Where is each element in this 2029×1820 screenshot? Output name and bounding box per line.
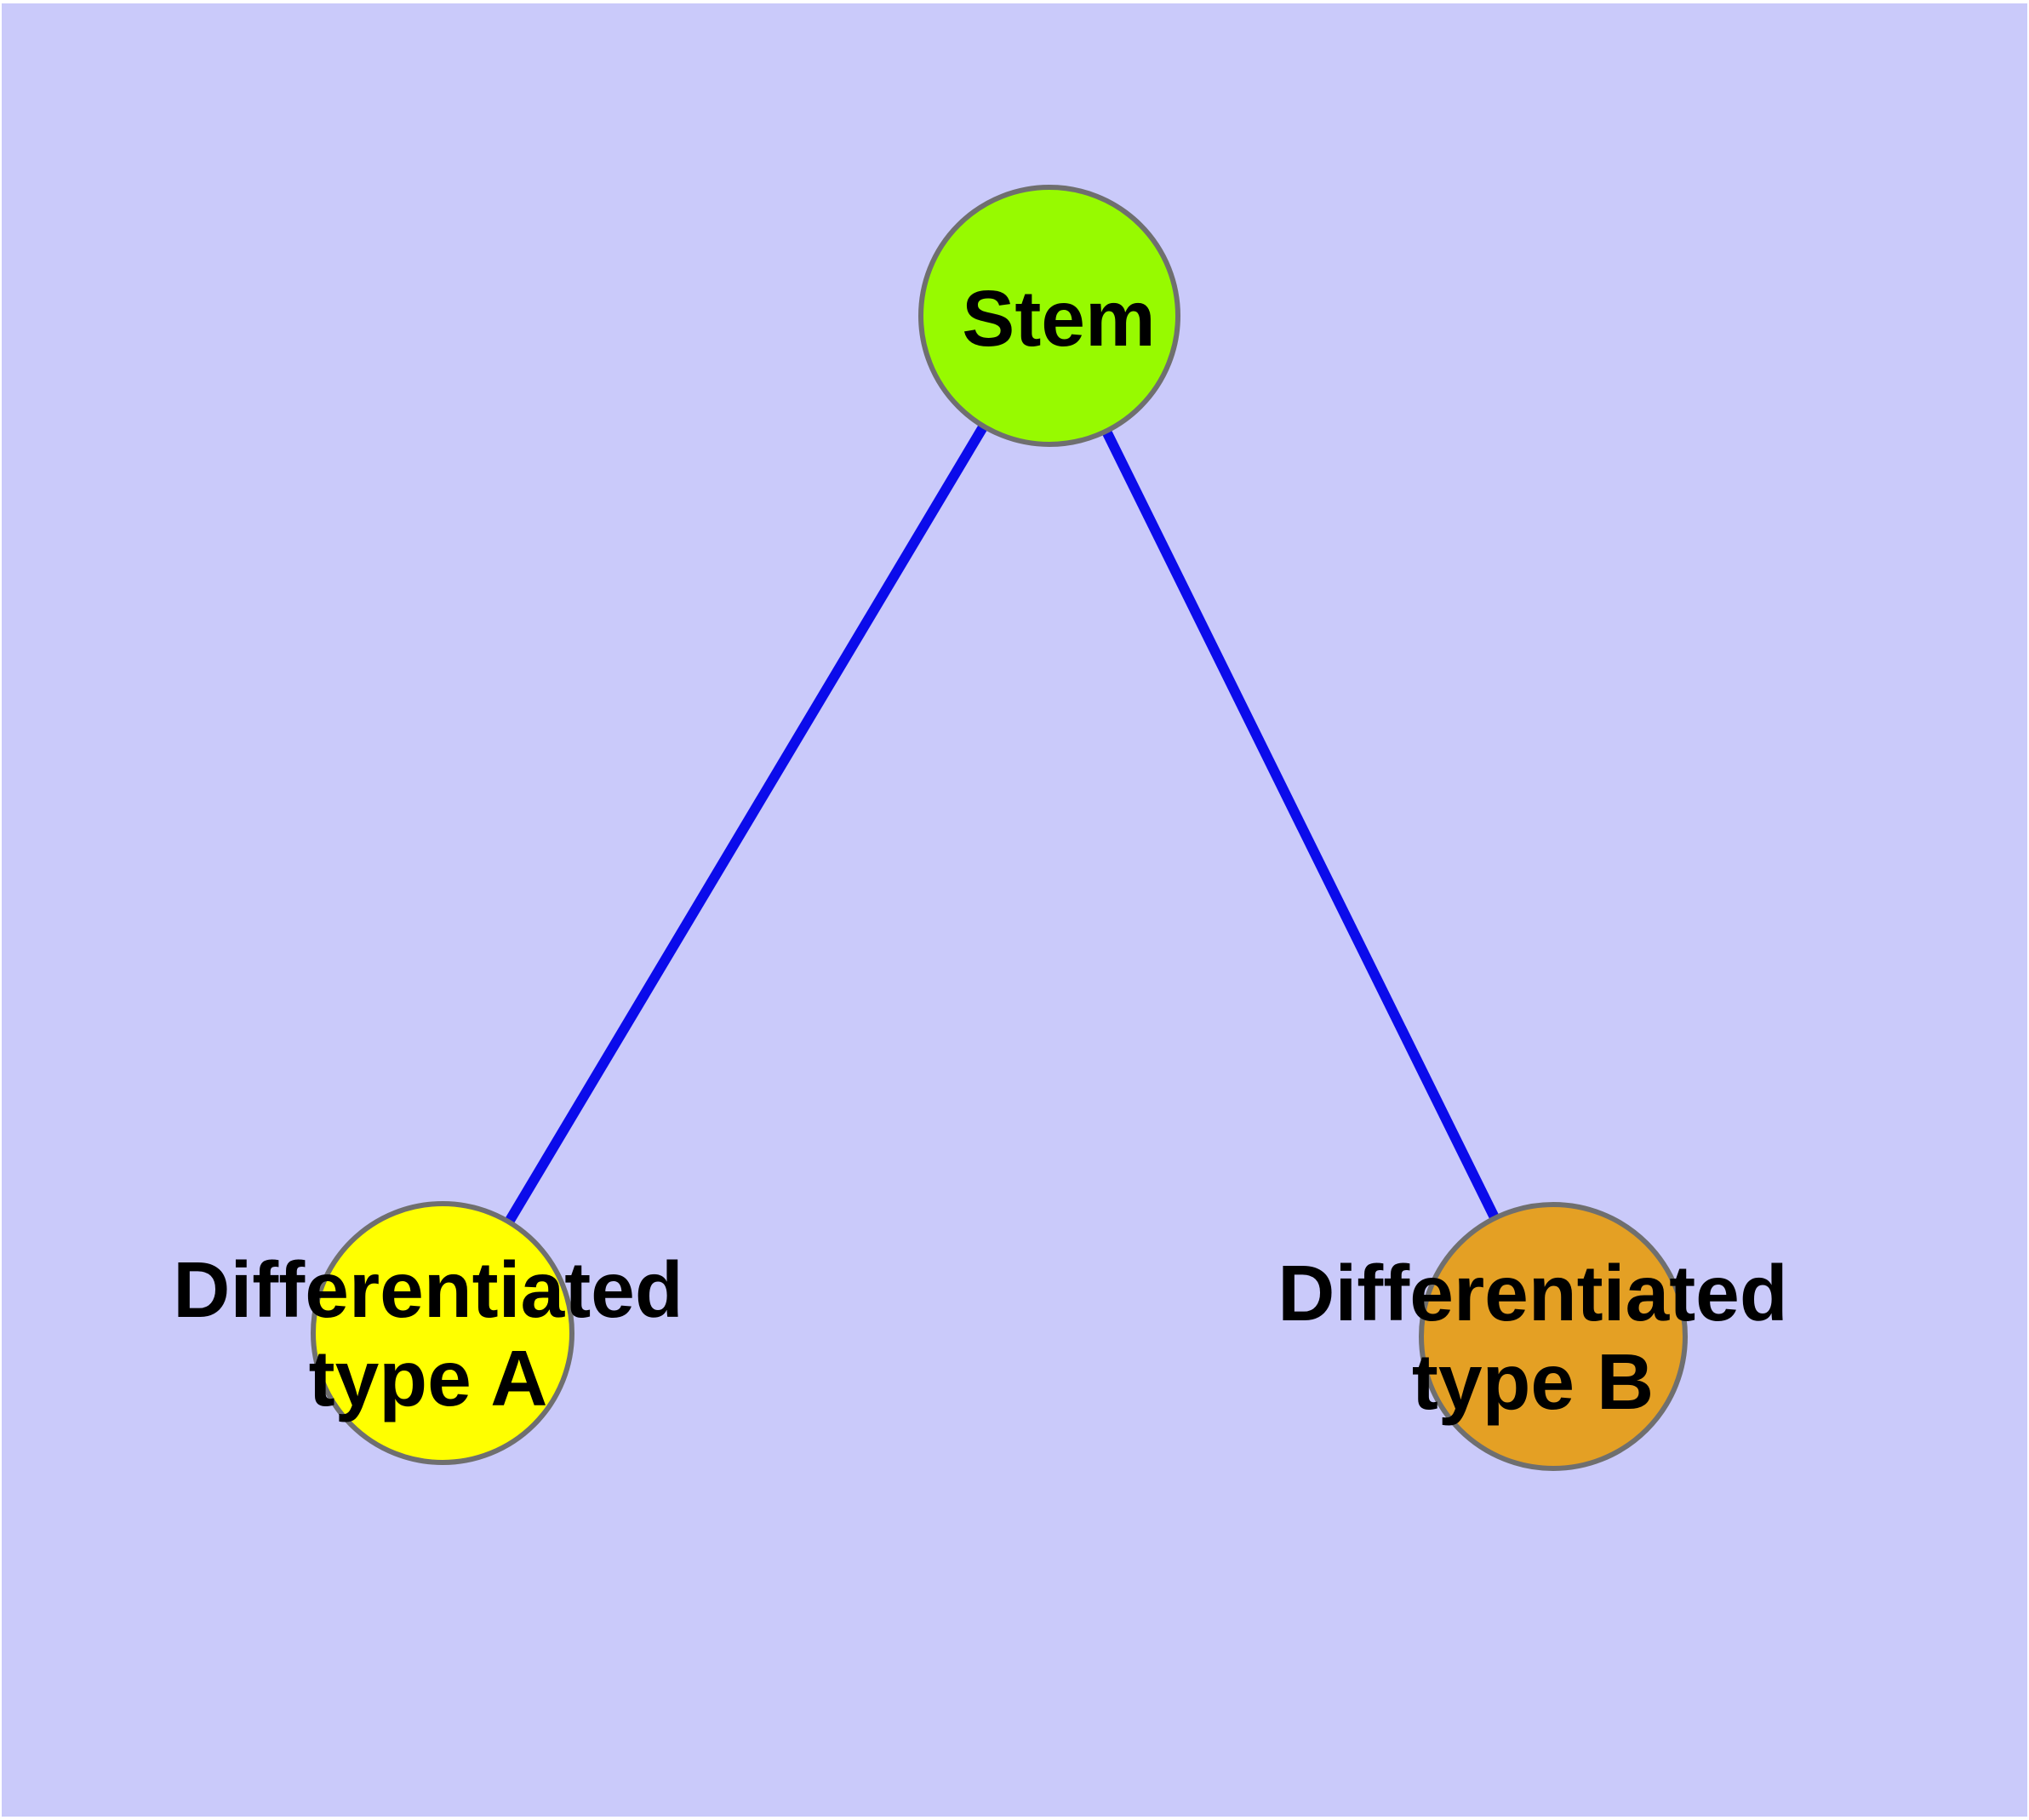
- node-label-differentiated-type-b: Differentiated type B: [1277, 1249, 1787, 1426]
- node-stem: [918, 185, 1180, 447]
- edge-stem-to-type-a: [437, 312, 1055, 1336]
- node-differentiated-type-a: [311, 1201, 574, 1465]
- node-label-type-a-line2: type A: [308, 1334, 548, 1422]
- node-label-type-b-line2: type B: [1411, 1337, 1655, 1426]
- node-label-type-a-line1: Differentiated: [173, 1245, 683, 1334]
- node-differentiated-type-b: [1419, 1202, 1688, 1471]
- node-label-differentiated-type-a: Differentiated type A: [173, 1245, 683, 1422]
- node-label-type-b-line1: Differentiated: [1277, 1249, 1788, 1337]
- node-label-stem-line1: Stem: [962, 274, 1156, 363]
- node-label-stem: Stem: [962, 274, 1155, 363]
- edge-stem-to-type-b: [1044, 313, 1558, 1339]
